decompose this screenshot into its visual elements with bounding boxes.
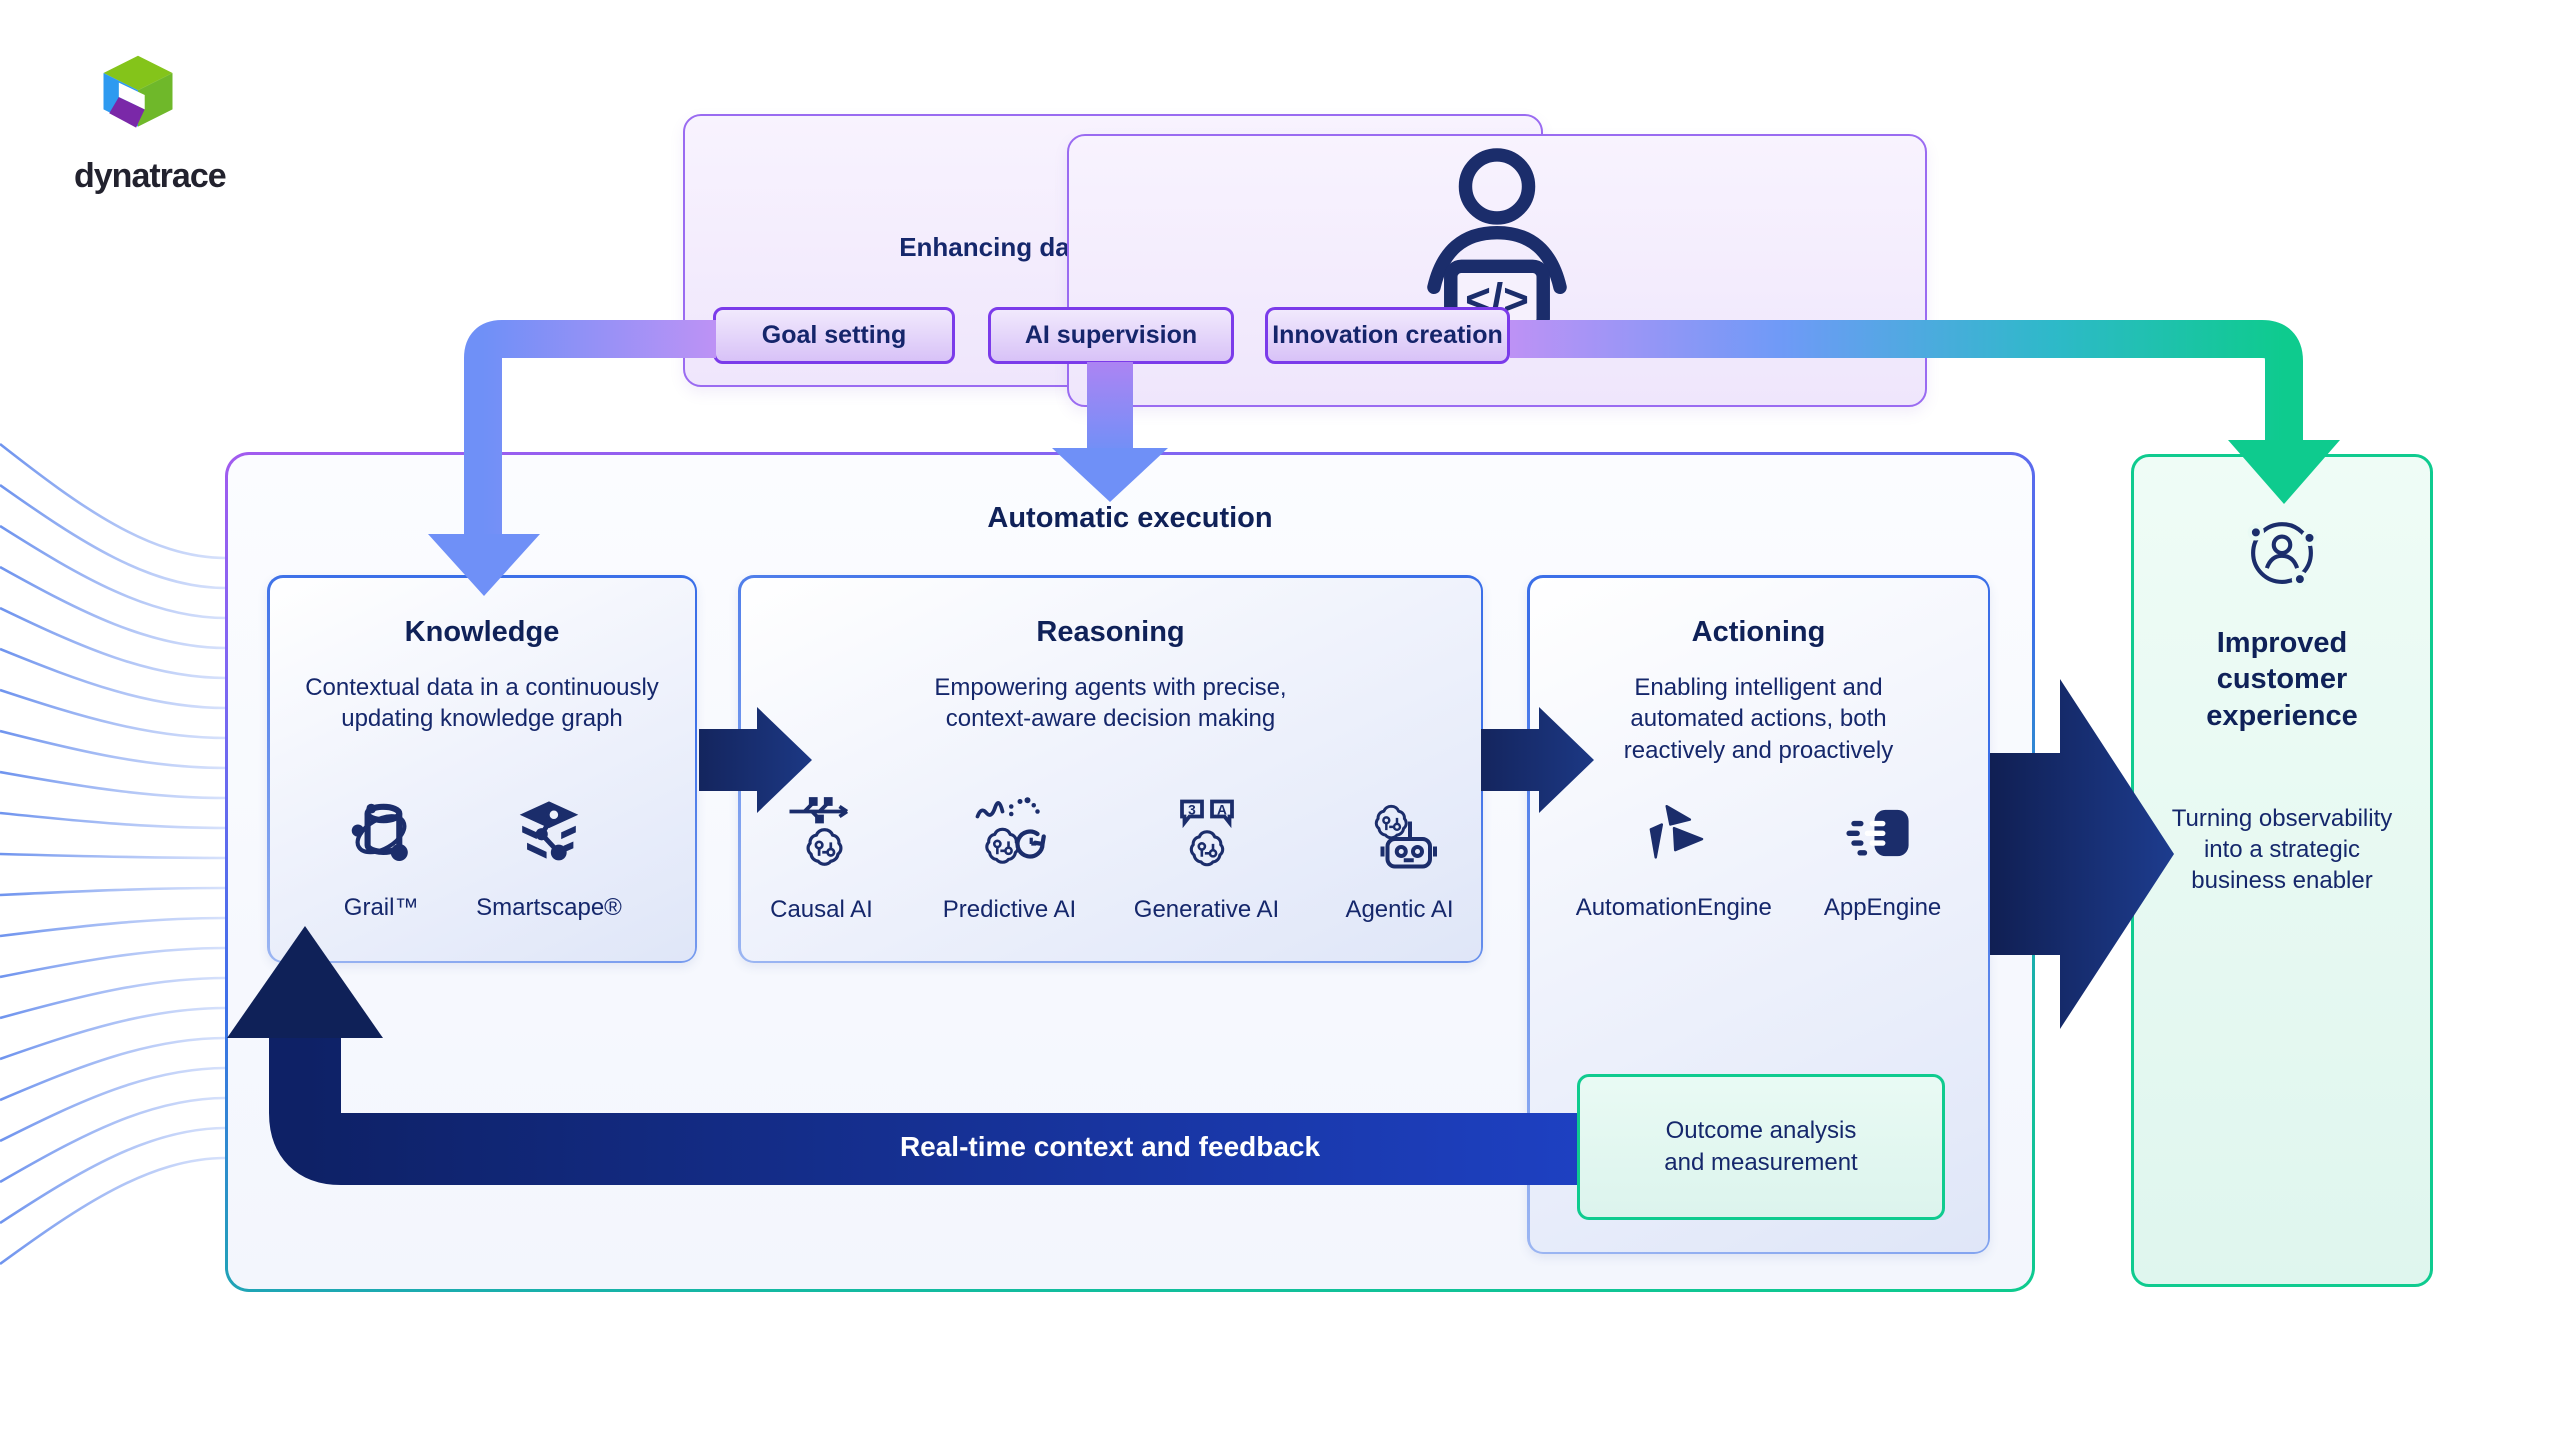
grail-label: Grail™ [343, 893, 419, 921]
knowledge-title: Knowledge [404, 615, 560, 648]
customer-description: Turning observability into a strategic b… [2171, 805, 2393, 895]
improved-customer-experience-box: Improved customer experience Turning obs… [2131, 454, 2433, 1287]
agentic-ai-label: Agentic AI [1345, 895, 1454, 923]
smartscape-icon [519, 800, 579, 860]
reasoning-box: Reasoning Empowering agents with precise… [738, 575, 1483, 963]
innovation-creation-label: Innovation creation [1272, 321, 1503, 349]
brand-wordmark: dynatrace [74, 157, 227, 195]
automationengine-label: AutomationEngine [1575, 893, 1772, 921]
person-laptop-icon: </> [1067, 134, 1927, 407]
predictive-ai-icon [975, 796, 1046, 864]
innovation-creation-chip: Innovation creation [1265, 307, 1510, 364]
grail-icon [351, 803, 408, 861]
goal-setting-label: Goal setting [761, 321, 907, 349]
knowledge-description: Contextual data in a continuously updati… [305, 673, 659, 733]
goal-setting-chip: Goal setting [713, 307, 955, 364]
knowledge-box: Knowledge Contextual data in a continuou… [267, 575, 697, 963]
svg-text:3: 3 [1188, 802, 1196, 817]
generative-ai-label: Generative AI [1133, 895, 1280, 923]
agentic-ai-icon [1374, 804, 1437, 868]
predictive-ai-label: Predictive AI [942, 895, 1077, 923]
automatic-execution-title: Automatic execution [987, 502, 1273, 534]
feedback-label: Real-time context and feedback [899, 1131, 1321, 1162]
outcome-analysis-box: Outcome analysis and measurement [1577, 1074, 1945, 1220]
smartscape-label: Smartscape® [476, 893, 622, 921]
actioning-title: Actioning [1691, 615, 1826, 648]
automationengine-icon [1649, 804, 1704, 859]
svg-text:A: A [1217, 802, 1227, 817]
waves-decoration [0, 442, 227, 1266]
reasoning-title: Reasoning [1036, 615, 1185, 648]
appengine-icon [1846, 809, 1909, 856]
causal-ai-icon [789, 796, 848, 866]
generative-ai-icon: 3 A [1179, 799, 1234, 867]
ai-supervision-chip: AI supervision [988, 307, 1234, 364]
appengine-label: AppEngine [1823, 893, 1942, 921]
dynatrace-logo: dynatrace [74, 50, 268, 196]
ai-supervision-label: AI supervision [1024, 321, 1198, 349]
reasoning-description: Empowering agents with precise, context-… [934, 673, 1287, 733]
customer-network-icon [2247, 522, 2318, 588]
actioning-description: Enabling intelligent and automated actio… [1623, 673, 1894, 764]
customer-title: Improved customer experience [2206, 627, 2358, 732]
dynatrace-cube-icon [103, 55, 173, 128]
outcome-analysis-label: Outcome analysis and measurement [1664, 1117, 1858, 1176]
causal-ai-label: Causal AI [770, 895, 873, 923]
